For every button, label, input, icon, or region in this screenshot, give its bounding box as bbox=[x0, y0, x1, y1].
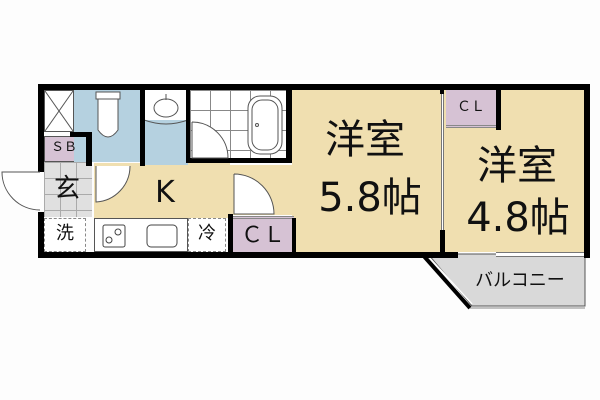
room1-name: 洋室 bbox=[325, 117, 405, 163]
cross-icon bbox=[44, 90, 74, 132]
stove-icon bbox=[102, 224, 178, 248]
room2-size: 4.8帖 bbox=[466, 195, 570, 241]
wall-toilet-right bbox=[140, 84, 145, 166]
wall-left-bottom bbox=[38, 212, 44, 258]
entrance-label: 玄 bbox=[53, 174, 80, 204]
wall-closet1-left bbox=[228, 214, 233, 254]
wall-left-top bbox=[38, 84, 44, 172]
sliding-door[interactable] bbox=[441, 94, 444, 230]
room2-name: 洋室 bbox=[477, 143, 557, 189]
room1-size: 5.8帖 bbox=[318, 175, 422, 221]
wall-sb-right bbox=[86, 132, 92, 166]
wall-closet2-right bbox=[496, 84, 501, 130]
fridge-label: 冷 bbox=[198, 223, 216, 244]
toilet-icon bbox=[95, 91, 121, 138]
wall-closet1-right bbox=[292, 218, 296, 256]
western-room-1 bbox=[292, 90, 442, 252]
bathtub-icon bbox=[247, 95, 283, 155]
closet2-label: ＣＬ bbox=[457, 99, 485, 115]
wall-bath-right bbox=[286, 84, 292, 163]
wall-rooms-divider-bottom bbox=[440, 230, 445, 256]
closet-1 bbox=[232, 216, 294, 252]
washroom bbox=[143, 90, 189, 165]
wall-right bbox=[584, 84, 590, 258]
balcony-label: バルコニー bbox=[475, 270, 565, 291]
wall-toilet-sb bbox=[70, 132, 92, 137]
sink-icon bbox=[143, 90, 189, 125]
closet1-label: ＣＬ bbox=[240, 223, 285, 248]
shoe-box-label: ＳＢ bbox=[50, 140, 77, 155]
wall-bottom-left bbox=[38, 252, 458, 258]
wall-top bbox=[38, 84, 590, 90]
wall-bath-bottom bbox=[186, 158, 292, 163]
balcony-window bbox=[496, 252, 584, 257]
entrance-area bbox=[44, 162, 92, 217]
wall-rooms-divider-top bbox=[440, 84, 444, 94]
wall-sink-right bbox=[186, 84, 190, 162]
balcony bbox=[420, 252, 586, 310]
fridge-space bbox=[188, 218, 226, 252]
closet-door-icon bbox=[233, 173, 275, 215]
kitchen-counter bbox=[94, 218, 188, 252]
bath-door-icon bbox=[191, 121, 229, 159]
entrance-door-icon[interactable] bbox=[0, 170, 44, 214]
washer-space bbox=[44, 218, 86, 252]
door-swing-icon bbox=[95, 165, 131, 203]
washer-label: 洗 bbox=[56, 223, 74, 244]
closet-2 bbox=[446, 90, 496, 128]
kitchen-label: K bbox=[155, 175, 175, 210]
storage-cross bbox=[44, 90, 74, 132]
toilet-room bbox=[74, 90, 142, 162]
